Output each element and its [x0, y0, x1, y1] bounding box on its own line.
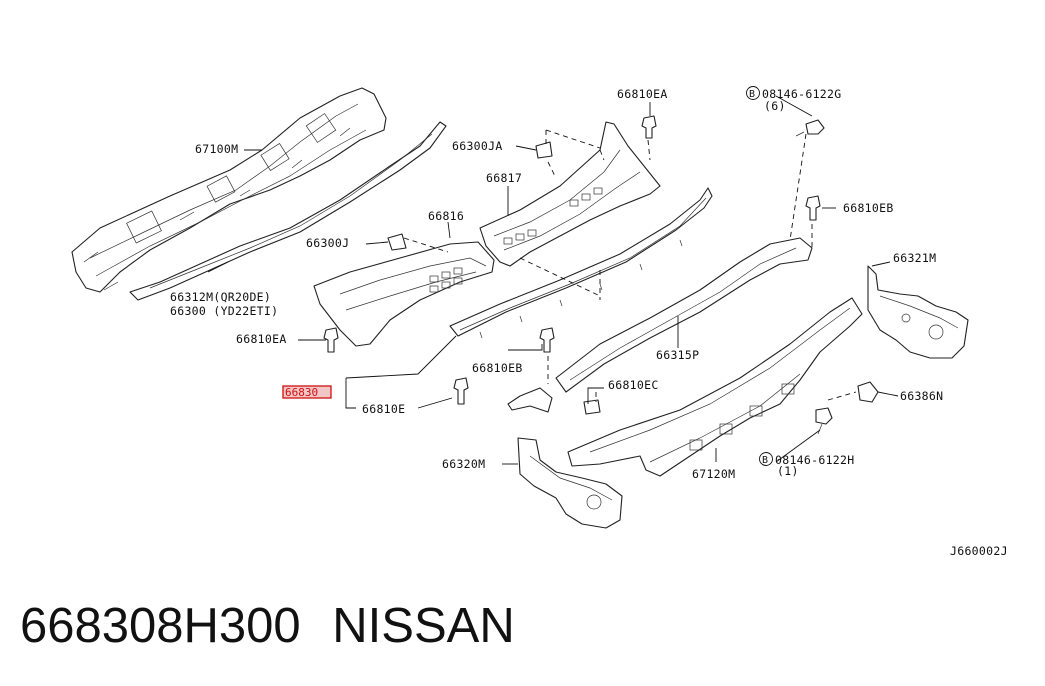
side-bracket-66321m: [867, 265, 969, 359]
label-08146-6122g: 08146-6122G: [762, 87, 841, 101]
leader-lines: [207, 95, 899, 465]
label-66810e: 66810E: [362, 402, 405, 416]
label-66300j: 66300J: [306, 236, 349, 250]
label-67100m: 67100M: [195, 142, 238, 156]
grommet-66810eb-mid-icon: [539, 327, 555, 353]
label-66300ja: 66300JA: [452, 139, 503, 153]
dash-upper-panel-67100m: [71, 87, 387, 293]
label-08146-6122g-qty: (6): [764, 99, 786, 113]
bolt-h-badge-icon: [759, 452, 773, 466]
bolt-08146-6122h-icon: [815, 407, 833, 435]
cross-member-66315p: [507, 237, 813, 413]
label-66320m: 66320M: [442, 457, 485, 471]
label-66315p: 66315P: [656, 348, 699, 362]
label-66817: 66817: [486, 171, 522, 185]
clip-66386n-icon: [857, 381, 879, 403]
label-66312m: 66312M(QR20DE): [170, 290, 271, 304]
cowl-strip-66312m: [129, 121, 447, 301]
side-bracket-66320m: [517, 437, 623, 529]
label-66810ea-left: 66810EA: [236, 332, 287, 346]
caption-brand: NISSAN: [332, 599, 515, 653]
label-66810eb-right: 66810EB: [843, 201, 894, 215]
clip-66810ec-icon: [583, 399, 601, 415]
grommet-66810eb-right-icon: [805, 195, 821, 221]
clip-66300j-icon: [387, 233, 407, 251]
label-66300-yd22eti: 66300 (YD22ETI): [170, 304, 278, 318]
grommet-66810e-icon: [453, 377, 469, 405]
part-labels: 67100M 66312M(QR20DE) 66300 (YD22ETI) 66…: [170, 86, 1008, 558]
cowl-top-66817: [479, 121, 661, 267]
label-66810eb-mid: 66810EB: [472, 361, 523, 375]
caption-part-number: 668308H300: [20, 599, 301, 653]
label-66386n: 66386N: [900, 389, 943, 403]
grommet-66810ea-left-icon: [323, 327, 339, 353]
assembly-dash-lines: [403, 129, 857, 402]
cowl-top-66816: [313, 241, 495, 347]
dash-lower-67120m: [567, 297, 863, 477]
bolt-08146-6122g-icon: [795, 119, 825, 137]
highlight-box: [282, 385, 332, 399]
caption: 668308H300 NISSAN: [20, 598, 515, 654]
bolt-g-badge-icon: [746, 86, 760, 100]
label-08146-6122h-qty: (1): [777, 464, 799, 478]
label-08146-6122h: 08146-6122H: [775, 453, 854, 467]
label-66830-highlighted: 66830: [285, 386, 318, 399]
diagram-code: J660002J: [950, 544, 1008, 558]
grommet-66810ea-top-icon: [641, 115, 657, 139]
label-66816: 66816: [428, 209, 464, 223]
bolt-g-badge: B: [749, 89, 755, 100]
cowl-seal-66830: [449, 187, 713, 339]
bolt-h-badge: B: [762, 455, 768, 466]
label-66810ec: 66810EC: [608, 378, 659, 392]
label-66810ea-top: 66810EA: [617, 87, 668, 101]
label-66321m: 66321M: [893, 251, 936, 265]
label-67120m: 67120M: [692, 467, 735, 481]
clip-66300ja-icon: [535, 141, 553, 159]
